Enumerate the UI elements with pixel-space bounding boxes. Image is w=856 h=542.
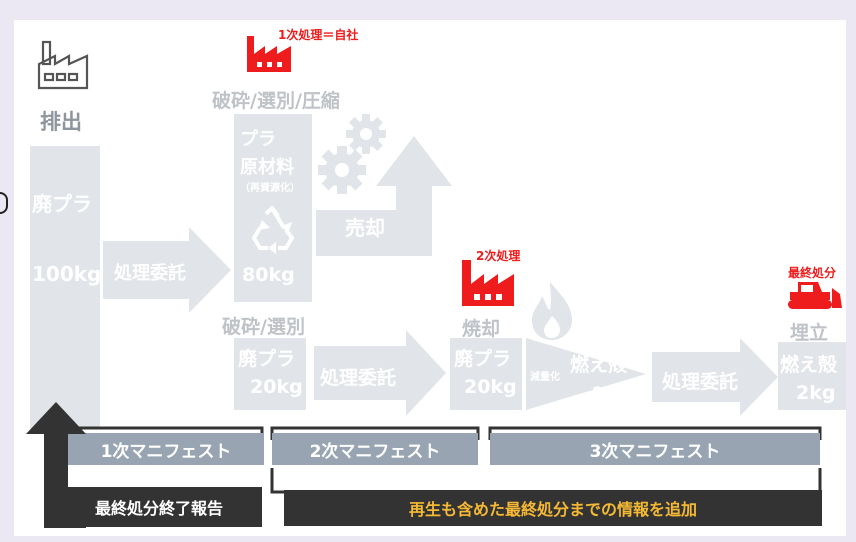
bulldozer-red-icon [788, 282, 842, 309]
landfill-block [778, 342, 846, 410]
reduction-label: 減量化 [530, 372, 560, 383]
consign-arrow-1 [103, 227, 231, 313]
manifest-3: 3次マニフェスト [490, 433, 820, 465]
landfill-amount: 2kg [796, 382, 836, 404]
discharge-material: 廃プラ [32, 192, 92, 216]
consign-arrow-2 [314, 330, 446, 416]
gears-icon [318, 114, 386, 194]
consign-label-3: 処理委託 [662, 371, 739, 393]
fire-icon [532, 282, 572, 340]
incineration-block [450, 338, 522, 410]
consign-label-1: 処理委託 [114, 263, 186, 284]
crush-block [234, 338, 306, 410]
ash-amount: 2kg [592, 384, 628, 404]
primary-process-label: 破砕/選別/圧縮 [212, 90, 340, 112]
info-added-label: 再生も含めた最終処分までの情報を追加 [284, 490, 822, 526]
primary-amount: 80kg [242, 264, 295, 286]
primary-material-line1: プラ [240, 129, 276, 150]
primary-material-line2: 原材料 [240, 157, 294, 178]
incineration-process-label: 焼却 [462, 318, 501, 340]
discharge-amount: 100kg [32, 262, 102, 286]
incinerator-red-icon [462, 260, 514, 306]
recycle-icon [252, 206, 294, 254]
factory-icon [37, 40, 89, 90]
edge-mark [0, 192, 8, 214]
consign-arrow-3 [652, 338, 778, 416]
incineration-badge: 2次処理 [476, 249, 521, 263]
final-report-label: 最終処分終了報告 [56, 487, 262, 527]
incineration-material: 廃プラ [454, 348, 512, 370]
factory-red-icon [247, 36, 291, 72]
crush-amount: 20kg [250, 376, 303, 398]
primary-material-note: （再資源化） [240, 183, 300, 194]
sale-label: 売却 [345, 216, 385, 240]
landfill-material: 燃え殻 [780, 354, 838, 376]
discharge-block [30, 146, 100, 429]
consign-label-2: 処理委託 [320, 367, 397, 389]
manifest-1: 1次マニフェスト [68, 433, 264, 465]
incineration-amount: 20kg [464, 376, 517, 398]
discharge-label: 排出 [40, 110, 82, 134]
landfill-badge: 最終処分 [788, 266, 837, 280]
crush-process-label: 破砕/選別 [222, 316, 305, 338]
sale-arrow [316, 136, 452, 256]
landfill-process-label: 埋立 [790, 322, 829, 344]
primary-badge: 1次処理＝自社 [278, 28, 359, 42]
manifest-2: 2次マニフェスト [272, 433, 478, 465]
ash-label: 燃え殻 [570, 354, 628, 376]
reduction-arrow [526, 338, 646, 410]
crush-material: 廃プラ [238, 348, 296, 370]
